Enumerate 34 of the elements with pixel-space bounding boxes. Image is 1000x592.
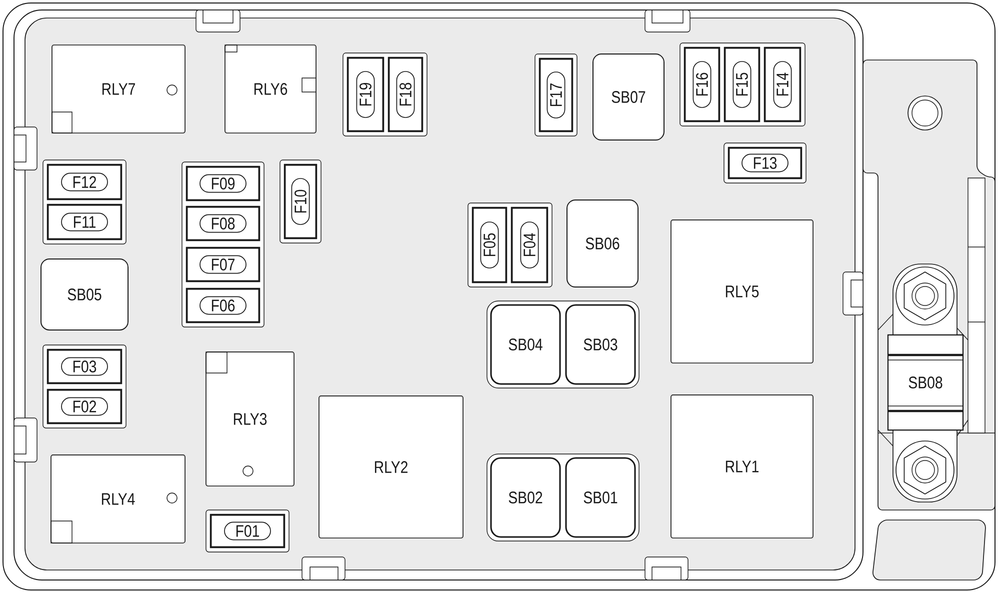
fuse-block: SB02 xyxy=(490,457,561,538)
fuse: F04 xyxy=(510,206,548,284)
fuse-block: SB07 xyxy=(592,54,664,140)
fuse: F11 xyxy=(46,204,122,240)
relay-box: RLY4 xyxy=(50,454,186,544)
fuse: F08 xyxy=(186,206,260,242)
fuse: F16 xyxy=(684,46,720,122)
fuse-block: SB04 xyxy=(490,304,561,385)
fuse: F03 xyxy=(46,348,122,384)
relay-box: RLY6 xyxy=(224,44,316,134)
fuse-block: SB03 xyxy=(565,304,636,385)
fuse: F14 xyxy=(764,46,802,122)
fuse-block: SB06 xyxy=(566,200,638,288)
fuse-block: SB01 xyxy=(565,457,636,538)
relay-box: RLY7 xyxy=(52,44,186,134)
fuse: F18 xyxy=(388,56,424,132)
relay-box: RLY2 xyxy=(318,396,464,538)
fuse: F17 xyxy=(538,58,574,132)
fuse: F19 xyxy=(346,56,384,132)
fuse: F13 xyxy=(728,146,802,180)
fuse: F15 xyxy=(724,46,760,122)
fuse-block: SB05 xyxy=(40,258,129,330)
relay-box: RLY1 xyxy=(670,394,814,538)
fuse: F06 xyxy=(186,288,260,324)
fuse: F10 xyxy=(284,164,318,240)
fuse: F09 xyxy=(186,166,260,202)
fuse: F07 xyxy=(186,246,260,282)
fuse: F02 xyxy=(46,388,122,424)
fuse: F12 xyxy=(46,164,122,200)
relay-box: RLY5 xyxy=(670,220,814,364)
fuse-link: SB08 xyxy=(887,334,964,431)
fuse: F01 xyxy=(210,514,286,548)
relay-box: RLY3 xyxy=(206,352,294,486)
fuse: F05 xyxy=(472,206,508,284)
